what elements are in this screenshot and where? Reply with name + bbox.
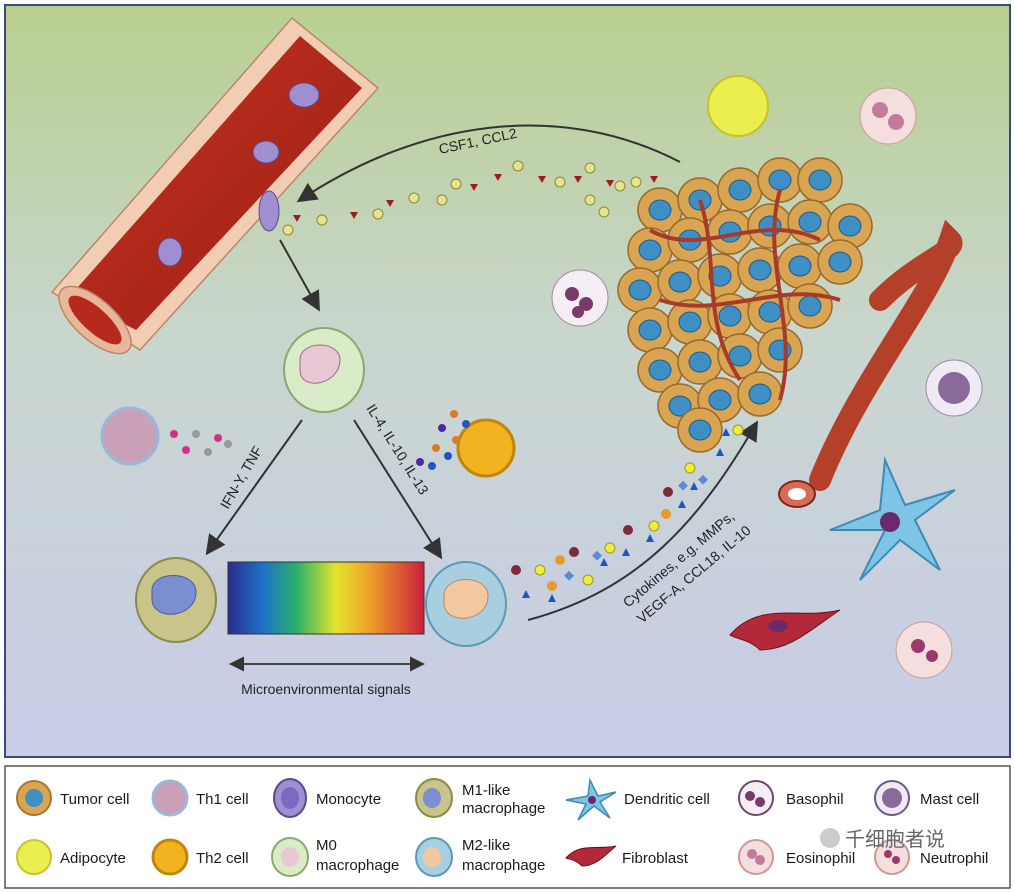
tumor-cell-nucleus [648, 199, 672, 221]
svg-text:Th2 cell: Th2 cell [196, 850, 249, 867]
mast-cell [925, 359, 983, 417]
adipocyte-cell [707, 75, 769, 137]
chemokine-particles [282, 160, 658, 236]
th2-cell [416, 410, 516, 478]
svg-text:Tumor cell: Tumor cell [60, 791, 129, 808]
svg-text:Mast cell: Mast cell [920, 791, 979, 808]
legend-adipocyte: Adipocyte [16, 839, 126, 875]
dendritic-cell [829, 456, 956, 581]
legend-basophil: Basophil [738, 780, 844, 816]
tumor-cell-nucleus [808, 169, 832, 191]
svg-text:Monocyte: Monocyte [316, 791, 381, 808]
legend-tumor-cell: Tumor cell [16, 780, 129, 816]
svg-text:Dendritic cell: Dendritic cell [624, 791, 710, 808]
svg-text:macrophage: macrophage [316, 857, 399, 874]
legend-th2-cell: Th2 cell [151, 838, 249, 876]
legend-m0-macrophage: M0 macrophage [271, 837, 399, 877]
legend-eosinophil: Eosinophil [738, 839, 855, 875]
tumor-cell-nucleus [728, 179, 752, 201]
legend-m1-macrophage: M1-like macrophage [415, 778, 545, 818]
svg-text:macrophage: macrophage [462, 857, 545, 874]
legend-th1-cell: Th1 cell [151, 779, 249, 817]
tumor-capillary [772, 189, 788, 401]
tumor-cell-nucleus [838, 215, 862, 237]
blood-vessel [50, 16, 380, 355]
tumor-cell-nucleus [638, 319, 662, 341]
tumor-cell-nucleus [798, 295, 822, 317]
svg-text:Th1 cell: Th1 cell [196, 791, 249, 808]
tumor-cell-nucleus [748, 383, 772, 405]
watermark: 千细胞者说 [820, 827, 945, 851]
tumor-capillary [659, 292, 841, 308]
artery [809, 219, 963, 491]
svg-text:macrophage: macrophage [462, 800, 545, 817]
basophil-cell [551, 269, 609, 327]
legend-neutrophil: Neutrophil [874, 839, 988, 875]
m2-macrophage [425, 561, 507, 647]
legend-mast-cell: Mast cell [874, 780, 979, 816]
tumor-cell-nucleus [708, 389, 732, 411]
tumor-cell-nucleus [718, 305, 742, 327]
tumor-cell-nucleus [628, 279, 652, 301]
eosinophil-cell [859, 87, 917, 145]
svg-text:Eosinophil: Eosinophil [786, 850, 855, 867]
svg-text:M1-like: M1-like [462, 782, 510, 799]
tumor-mass [617, 157, 873, 453]
tumor-cell-nucleus [798, 211, 822, 233]
tumor-cell-nucleus [638, 239, 662, 261]
microenv-label: Microenvironmental signals [241, 681, 411, 697]
tumor-cell-nucleus [688, 351, 712, 373]
tumor-cell-nucleus [768, 169, 792, 191]
th1-cell [100, 406, 232, 466]
svg-text:千细胞者说: 千细胞者说 [845, 827, 945, 851]
svg-text:Neutrophil: Neutrophil [920, 850, 988, 867]
m0-to-m2-arrow [353, 419, 443, 560]
tumor-capillary [648, 228, 821, 242]
tumor-cell-nucleus [648, 359, 672, 381]
tumor-cell-nucleus [668, 395, 692, 417]
svg-text:Adipocyte: Adipocyte [60, 850, 126, 867]
m2-to-tumor-arrow [527, 420, 759, 621]
tumor-cell-nucleus [688, 419, 712, 441]
tumor-capillary [698, 199, 742, 382]
legend-m2-macrophage: M2-like macrophage [415, 837, 545, 877]
tumor-cell-nucleus [748, 259, 772, 281]
tumor-cell-nucleus [788, 255, 812, 277]
tumor-cell-nucleus [828, 251, 852, 273]
tumor-cell-nucleus [678, 311, 702, 333]
csf-arrow [296, 124, 681, 203]
m0-to-m1-arrow [205, 419, 303, 556]
tumor-cell-nucleus [758, 215, 782, 237]
polarization-spectrum [227, 561, 425, 635]
legend-monocyte: Monocyte [273, 778, 381, 818]
cytokine-particles [511, 424, 744, 602]
svg-text:Basophil: Basophil [786, 791, 844, 808]
fibroblast-cell [729, 609, 841, 651]
tumor-cell-nucleus [758, 301, 782, 323]
tumor-cell-nucleus [708, 265, 732, 287]
neutrophil-cell [895, 621, 953, 679]
vessel-to-m0-arrow [279, 239, 320, 312]
m0-macrophage [283, 327, 365, 413]
svg-text:M0: M0 [316, 837, 337, 854]
legend-fibroblast: Fibroblast [565, 845, 689, 867]
m1-macrophage [135, 557, 217, 643]
tumor-cell-nucleus [668, 271, 692, 293]
svg-text:Fibroblast: Fibroblast [622, 850, 689, 867]
artery-lumen [788, 488, 806, 500]
legend-dendritic-cell: Dendritic cell [565, 777, 710, 821]
svg-text:M2-like: M2-like [462, 837, 510, 854]
